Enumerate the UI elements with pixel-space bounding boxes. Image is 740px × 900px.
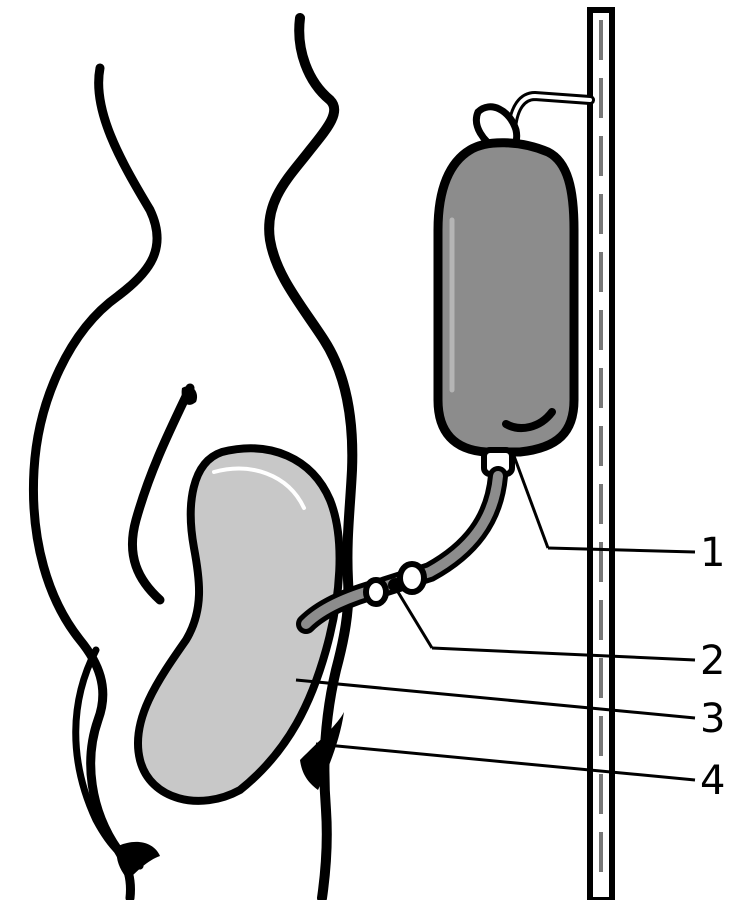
leader-line-1 xyxy=(512,455,550,549)
foot-shape xyxy=(116,841,160,880)
callout-1: 1 xyxy=(700,530,725,576)
leader-line-3 xyxy=(295,678,696,720)
leader-line-1b xyxy=(547,546,696,554)
leader-line-2 xyxy=(396,591,434,649)
callout-2: 2 xyxy=(700,638,725,684)
abdomen-highlight xyxy=(212,466,306,510)
abdomen-organ xyxy=(133,444,344,805)
callout-4: 4 xyxy=(700,758,725,804)
tube-clamp xyxy=(363,561,427,607)
leader-line-4 xyxy=(315,742,696,782)
drainage-bag xyxy=(433,138,579,457)
body-crease xyxy=(300,712,344,790)
body-back-outline xyxy=(28,63,162,900)
hip-contour xyxy=(72,646,144,870)
bag-fold xyxy=(502,408,556,432)
leader-line-2b xyxy=(431,646,696,662)
callout-3: 3 xyxy=(700,696,725,742)
arm-tip xyxy=(181,386,198,405)
arm-contour xyxy=(128,383,195,605)
drainage-tube-inner xyxy=(301,471,503,629)
